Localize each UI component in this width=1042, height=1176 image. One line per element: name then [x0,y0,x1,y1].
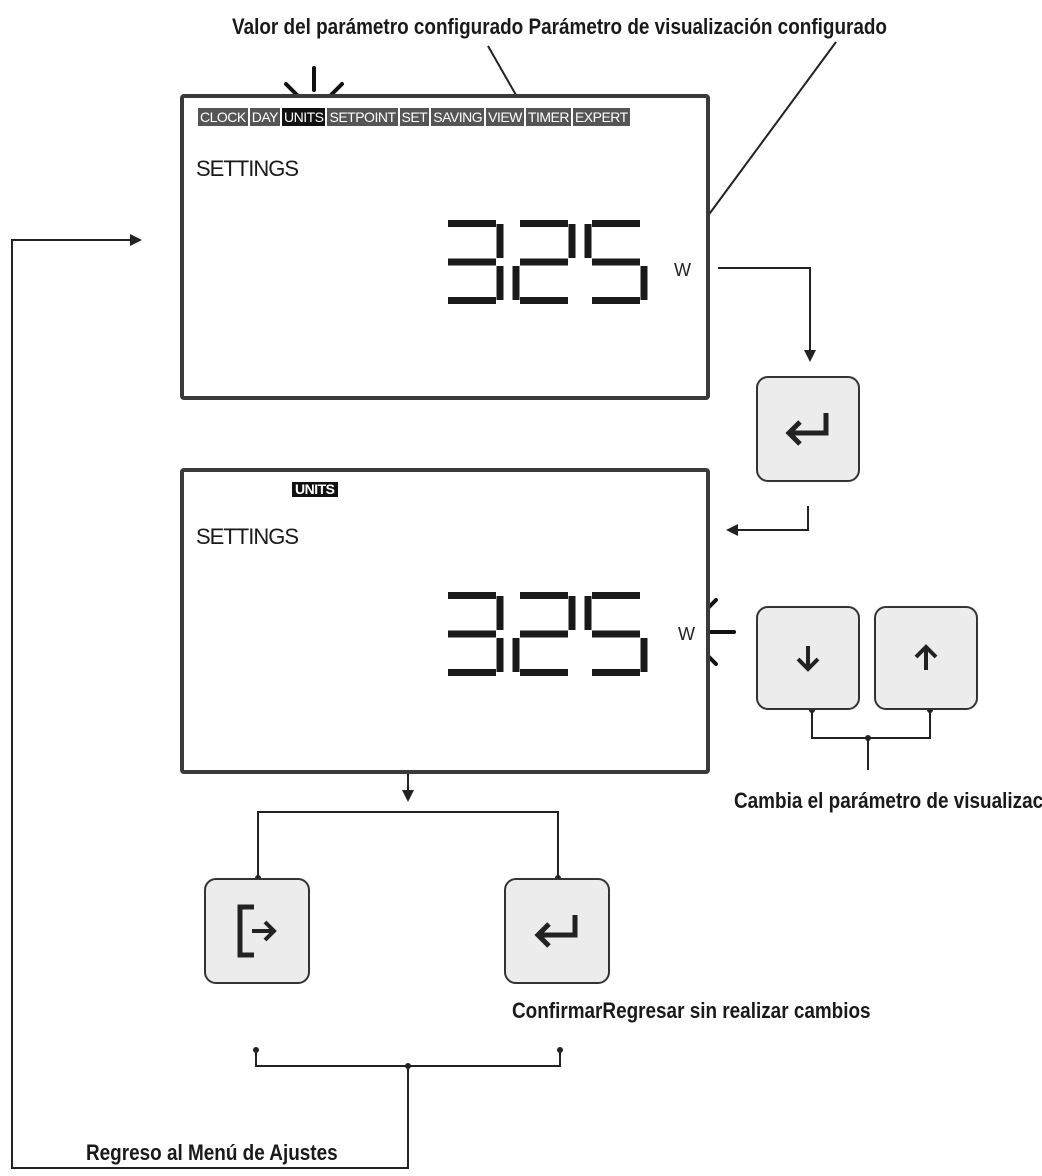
flow-to-panel2-arrow [726,506,809,536]
return-caption: Regreso al Menú de Ajustes [86,1140,338,1165]
unit-label: W [678,624,695,644]
units-tag: UNITS [292,482,338,497]
enter-icon [785,413,829,446]
confirm-caption: ConfirmarRegresar sin realizar cambios [512,998,871,1023]
arrow-down-icon [796,646,820,672]
menu-item-view[interactable]: VIEW [486,108,526,126]
value-display [444,220,648,304]
seven-segment-value [448,592,648,676]
choice-bracket [257,811,559,878]
unit-label: W [674,260,691,280]
change-caption: Cambia el parámetro de visualización [734,788,1042,813]
enter-button[interactable] [756,376,860,482]
menu-item-units[interactable]: UNITS [281,108,328,126]
arrows-bracket [811,710,931,739]
enter-icon [534,915,578,948]
down-button[interactable] [756,606,860,710]
value-display [444,592,648,676]
flow-to-enter-arrow [718,267,816,362]
menu-item-saving[interactable]: SAVING [431,108,487,126]
display-panel-2: UNITS SETTINGS W [180,468,710,774]
settings-label: SETTINGS [196,524,299,549]
menu-item-set[interactable]: SET [400,108,432,126]
menu-item-expert[interactable]: EXPERT [574,109,628,125]
exit-button[interactable] [204,878,310,984]
arrow-up-icon [914,644,938,670]
settings-label: SETTINGS [196,156,299,181]
menu-item-timer[interactable]: TIMER [526,108,573,126]
menu-item-day[interactable]: DAY [250,108,282,126]
confirm-enter-button[interactable] [504,878,610,984]
seven-segment-value [448,220,648,304]
return-line-arrow [11,234,409,1169]
exit-icon [237,904,277,958]
pointer-unit-arrow [694,41,837,234]
up-button[interactable] [874,606,978,710]
menu-item-clock[interactable]: CLOCK [198,108,250,126]
display-panel-1: CLOCK DAY UNITS SETPOINT SET SAVING VIEW… [180,94,710,400]
top-caption: Valor del parámetro configurado Parámetr… [232,14,887,39]
menu-item-setpoint[interactable]: SETPOINT [327,108,400,126]
menu-bar: CLOCK DAY UNITS SETPOINT SET SAVING VIEW… [198,108,630,126]
